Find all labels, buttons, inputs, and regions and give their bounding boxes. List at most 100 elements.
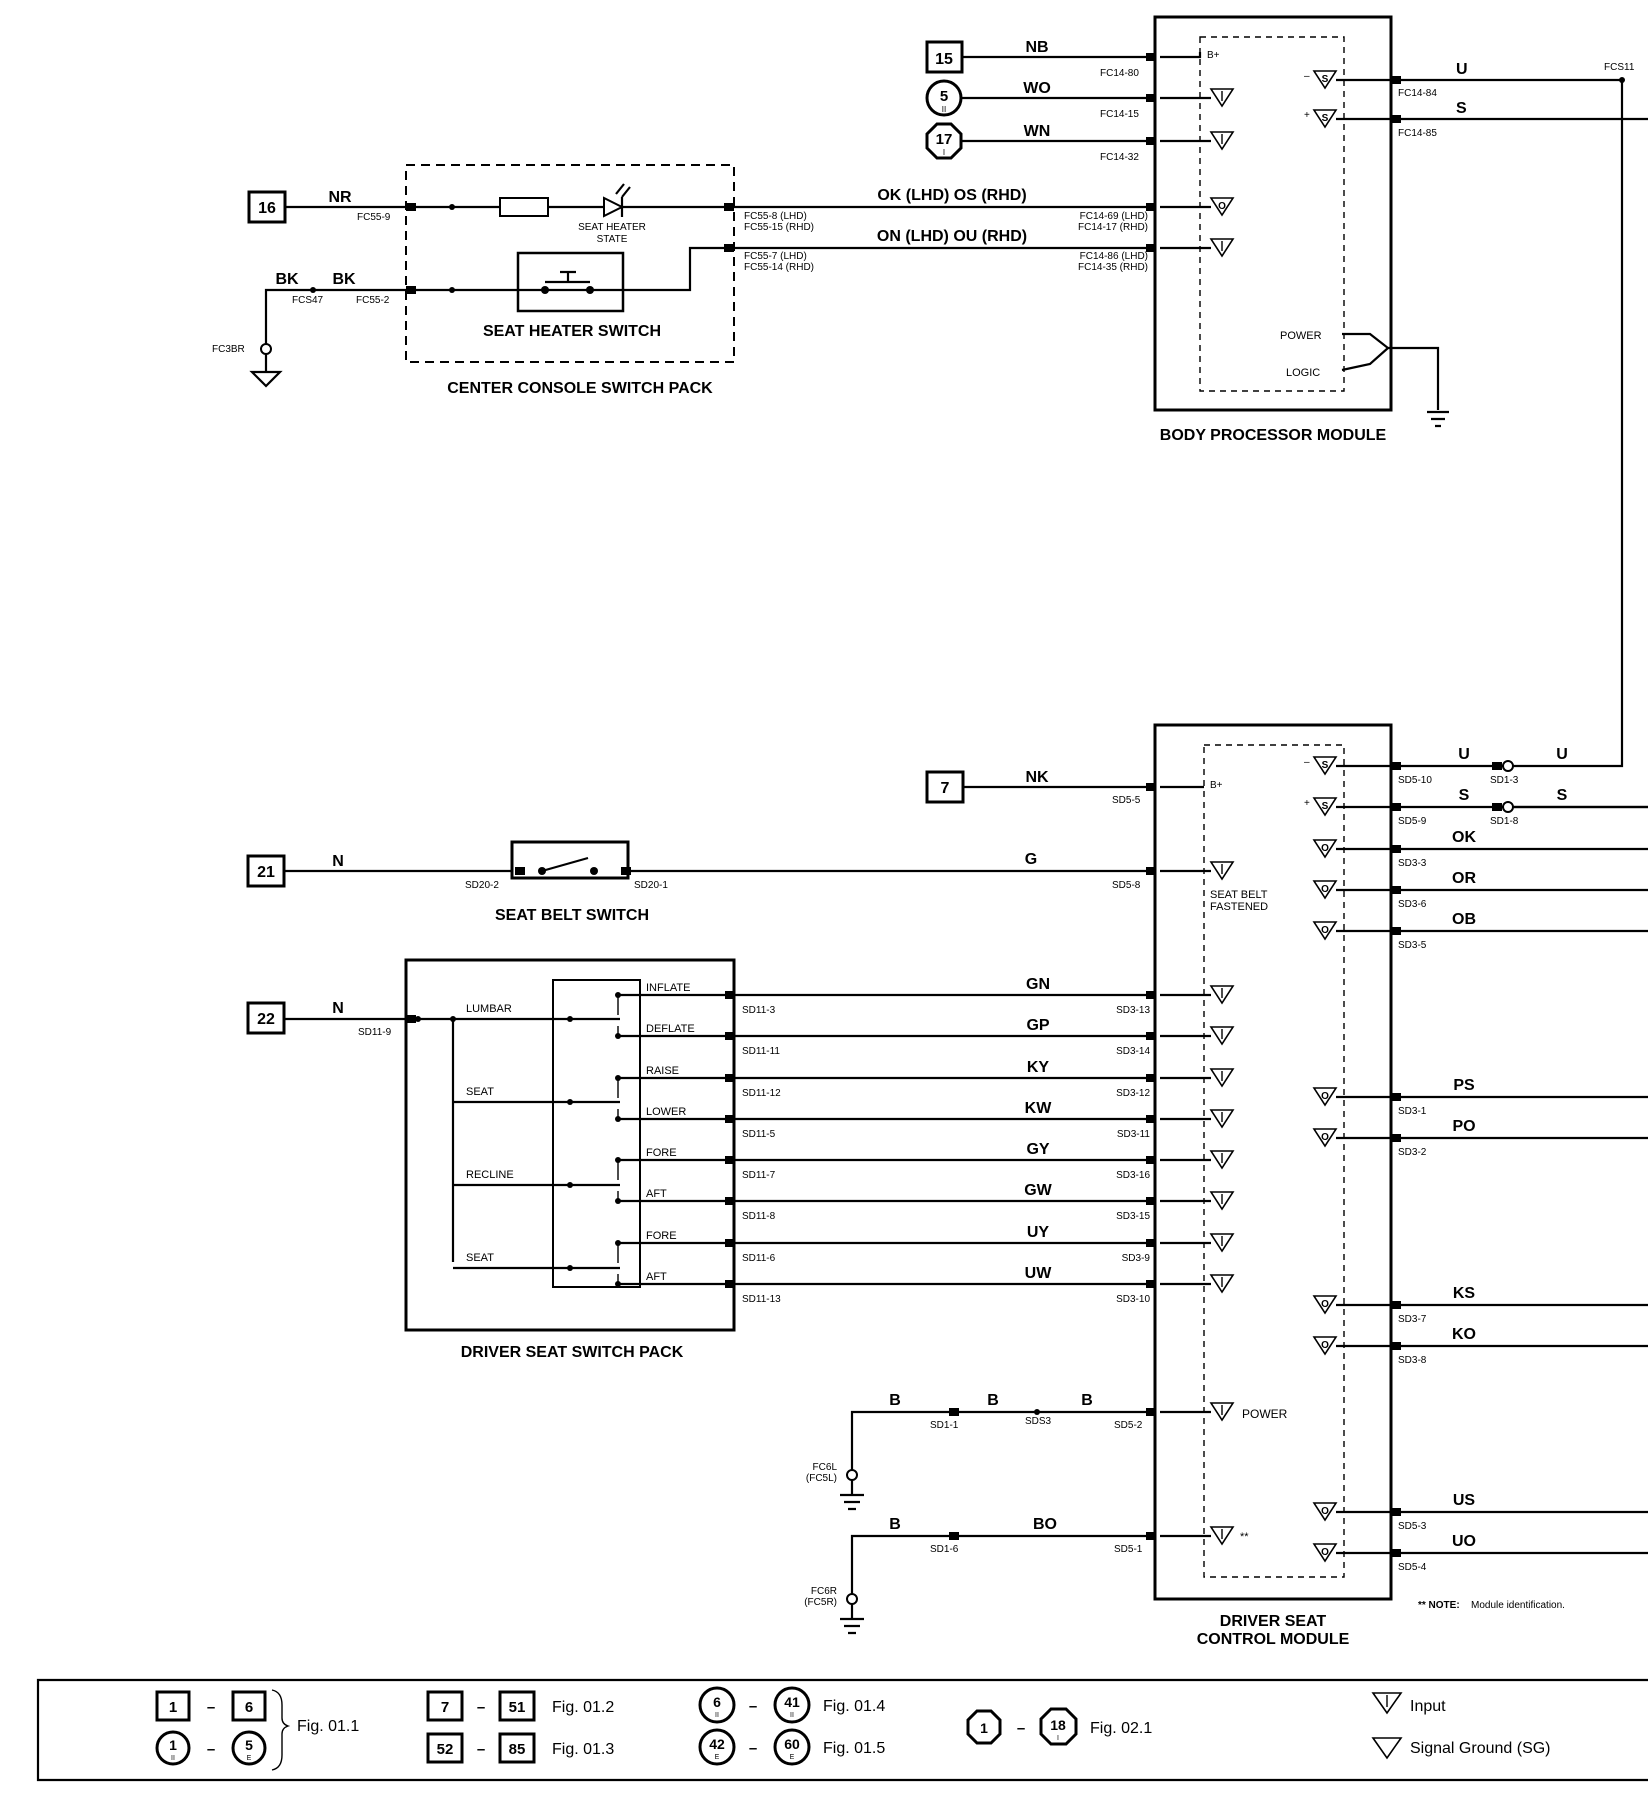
svg-text:+: +	[1304, 110, 1310, 121]
svg-text:SEAT BELT: SEAT BELT	[1210, 889, 1268, 901]
svg-text:SD1-8: SD1-8	[1490, 816, 1519, 827]
svg-text:STATE: STATE	[597, 234, 628, 245]
svg-text:SD3-12: SD3-12	[1116, 1088, 1150, 1099]
svg-text:FC6L: FC6L	[813, 1462, 838, 1473]
svg-text:N: N	[332, 1000, 344, 1017]
svg-text:FC14-86 (LHD): FC14-86 (LHD)	[1080, 251, 1148, 262]
svg-text:SD3-7: SD3-7	[1398, 1314, 1427, 1325]
connector-pin-icon	[725, 1239, 735, 1247]
svg-text:SD5-9: SD5-9	[1398, 816, 1427, 827]
ground-icon	[840, 1604, 864, 1635]
svg-text:SEAT: SEAT	[466, 1086, 494, 1098]
svg-text:FC14-85: FC14-85	[1398, 128, 1437, 139]
svg-text:LOWER: LOWER	[646, 1106, 686, 1118]
connector-pin-icon	[725, 1197, 735, 1205]
svg-text:PO: PO	[1452, 1118, 1475, 1135]
body-processor-module: BODY PROCESSOR MODULE B+ POWER LOGIC	[1153, 15, 1449, 444]
seat-heater-switch-icon	[516, 251, 625, 313]
connector-pin-icon	[1146, 1156, 1156, 1164]
svg-text:1: 1	[169, 1737, 177, 1753]
svg-text:RAISE: RAISE	[646, 1065, 679, 1077]
input-symbol-icon	[1312, 880, 1338, 900]
connector-pin-icon	[724, 203, 734, 211]
svg-text:SD11-6: SD11-6	[742, 1253, 776, 1264]
legend: 1 – 6 1 II – 5 E Fig. 01.1 7 – 51 Fig. 0…	[36, 1678, 1648, 1782]
svg-text:UY: UY	[1027, 1224, 1050, 1241]
connector-pin-icon	[1146, 53, 1156, 61]
svg-text:BK: BK	[332, 271, 356, 288]
svg-text:DRIVER SEAT SWITCH PACK: DRIVER SEAT SWITCH PACK	[461, 1344, 684, 1361]
svg-text:16: 16	[258, 200, 276, 217]
dscm-ground-2: B BO SD1-6 SD5-1 FC6R (FC5R) **	[804, 1516, 1249, 1635]
input-symbol-icon	[1312, 1128, 1338, 1148]
svg-text:B: B	[889, 1392, 901, 1409]
bpm-output-u: U FC14-84 FCS11	[1391, 61, 1635, 768]
svg-text:Fig. 01.2: Fig. 01.2	[552, 1699, 614, 1716]
svg-text:UO: UO	[1452, 1533, 1476, 1550]
bpm-splice-fcs11: FCS11	[1604, 62, 1635, 73]
svg-text:FC55-9: FC55-9	[357, 212, 391, 223]
connector-pin-icon	[725, 1280, 735, 1288]
bpm-input-15: 15 NB FC14-80	[925, 39, 1202, 79]
svg-text:FCS47: FCS47	[292, 295, 324, 306]
svg-text:SD3-9: SD3-9	[1122, 1253, 1151, 1264]
svg-text:Fig. 01.5: Fig. 01.5	[823, 1740, 885, 1757]
svg-text:Signal Ground (SG): Signal Ground (SG)	[1410, 1740, 1551, 1757]
svg-text:–: –	[207, 1741, 215, 1758]
svg-text:SEAT: SEAT	[466, 1252, 494, 1264]
svg-text:1: 1	[980, 1720, 988, 1736]
connector-pin-icon	[725, 1032, 735, 1040]
svg-text:SD3-11: SD3-11	[1117, 1129, 1151, 1140]
svg-text:S: S	[1456, 100, 1467, 117]
svg-text:OR: OR	[1452, 870, 1476, 887]
svg-text:FC14-17 (RHD): FC14-17 (RHD)	[1078, 222, 1148, 233]
signal-ground-symbol-icon	[1371, 1737, 1403, 1760]
connector-pin-icon	[406, 1015, 416, 1023]
svg-text:GY: GY	[1026, 1141, 1049, 1158]
svg-text:7: 7	[941, 780, 950, 797]
svg-text:FC6R: FC6R	[811, 1586, 837, 1597]
svg-text:6: 6	[245, 1699, 253, 1716]
svg-text:SD3-1: SD3-1	[1398, 1106, 1427, 1117]
svg-text:B: B	[1081, 1392, 1093, 1409]
svg-text:SD5-8: SD5-8	[1112, 880, 1141, 891]
svg-text:CONTROL MODULE: CONTROL MODULE	[1197, 1631, 1350, 1648]
svg-text:–: –	[749, 1698, 757, 1715]
svg-text:(FC5L): (FC5L)	[806, 1473, 837, 1484]
resistor-icon	[499, 197, 549, 217]
svg-text:60: 60	[784, 1736, 800, 1752]
note-label: ** NOTE:	[1418, 1600, 1460, 1611]
input-symbol-icon	[1312, 839, 1338, 859]
input-symbol-icon	[1312, 1502, 1338, 1522]
connector-pin-icon	[1146, 1280, 1156, 1288]
svg-text:KO: KO	[1452, 1326, 1476, 1343]
svg-text:UW: UW	[1025, 1265, 1053, 1282]
ccsp-title: CENTER CONSOLE SWITCH PACK	[447, 380, 713, 397]
svg-text:GP: GP	[1026, 1017, 1049, 1034]
svg-text:51: 51	[509, 1699, 526, 1716]
dscm-input-7: 7 NK SD5-5	[925, 769, 1204, 806]
svg-text:G: G	[1025, 851, 1037, 868]
driver-seat-switch-pack: DRIVER SEAT SWITCH PACK 22 N SD11-9 LUMB…	[246, 958, 736, 1361]
svg-text:–: –	[207, 1699, 215, 1716]
svg-text:O: O	[1321, 1547, 1329, 1558]
svg-text:O: O	[1321, 843, 1329, 854]
connector-pin-icon	[1146, 1074, 1156, 1082]
svg-text:FC55-14 (RHD): FC55-14 (RHD)	[744, 262, 814, 273]
connector-pin-icon	[724, 244, 734, 252]
svg-text:5: 5	[245, 1737, 253, 1753]
svg-text:SD3-5: SD3-5	[1398, 940, 1427, 951]
svg-text:21: 21	[257, 864, 275, 881]
svg-text:O: O	[1321, 884, 1329, 895]
svg-text:Input: Input	[1410, 1698, 1446, 1715]
svg-text:DEFLATE: DEFLATE	[646, 1023, 695, 1035]
input-symbol-icon	[1312, 70, 1338, 90]
svg-text:B+: B+	[1210, 780, 1223, 791]
svg-text:B: B	[987, 1392, 999, 1409]
